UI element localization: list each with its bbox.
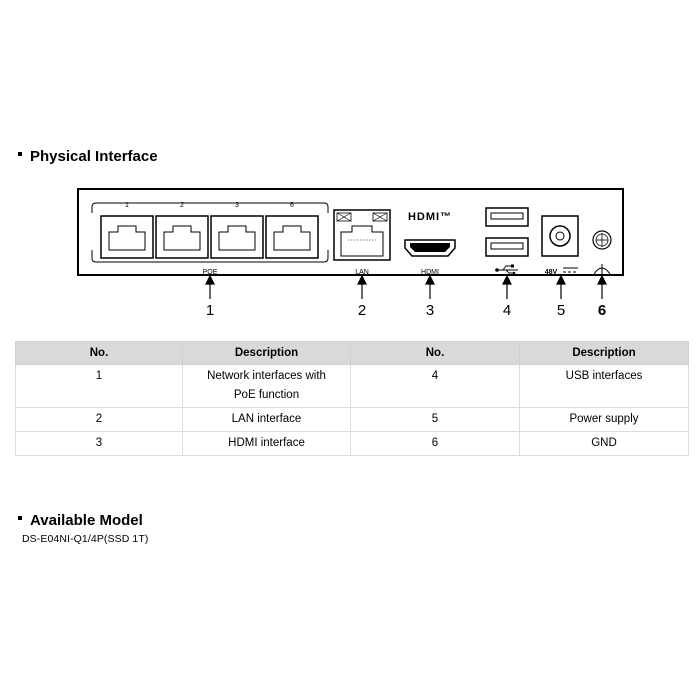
- ground-icon: [593, 264, 611, 276]
- poe-bracket: [91, 202, 329, 213]
- header-description-2: Description: [519, 341, 689, 365]
- table-row: 1 Network interfaces with PoE function 4…: [15, 364, 689, 408]
- power-label: 48V: [545, 269, 558, 276]
- table-cell: GND: [519, 431, 689, 456]
- table-cell: 2: [15, 407, 183, 432]
- ground-screw: [592, 230, 612, 250]
- poe-port-1: [100, 215, 154, 259]
- hdmi-port-label: HDMI: [421, 269, 439, 276]
- port-number-3: 3: [235, 202, 239, 209]
- table-cell: 4: [350, 364, 520, 408]
- usb-icon: [495, 264, 518, 275]
- callout-number-4: 4: [502, 302, 512, 319]
- poe-port-6: [265, 215, 319, 259]
- cell-text: Network interfaces with PoE function: [207, 370, 326, 401]
- table-cell: USB interfaces: [519, 364, 689, 408]
- power-jack: [541, 215, 579, 257]
- table-header-row: No. Description No. Description: [15, 341, 689, 365]
- table-cell: Power supply: [519, 407, 689, 432]
- poe-port-2: [155, 215, 209, 259]
- hdmi-logo: HDMI™: [408, 211, 452, 223]
- header-description-1: Description: [182, 341, 351, 365]
- lan-port: [333, 209, 391, 261]
- callout-number-3: 3: [425, 302, 435, 319]
- table-cell: HDMI interface: [182, 431, 351, 456]
- model-number: DS-E04NI-Q1/4P(SSD 1T): [22, 533, 149, 545]
- table-row: 3 HDMI interface 6 GND: [15, 431, 689, 456]
- usb-ports: [485, 207, 529, 257]
- poe-port-3: [210, 215, 264, 259]
- hdmi-port: [404, 239, 456, 257]
- table-cell: LAN interface: [182, 407, 351, 432]
- available-model-title: Available Model: [30, 512, 143, 529]
- table-cell: 6: [350, 431, 520, 456]
- poe-bracket-bottom: [91, 250, 329, 263]
- table-cell: 1: [15, 364, 183, 408]
- header-no-2: No.: [350, 341, 520, 365]
- physical-interface-heading: Physical Interface: [18, 148, 158, 165]
- table-cell: Network interfaces with PoE function: [182, 364, 351, 408]
- callout-leaders: [205, 274, 607, 299]
- device-rear-panel-diagram: 1 2 3 6 POE LAN HDMI™ HDMI: [77, 188, 624, 299]
- callout-number-6: 6: [597, 302, 607, 319]
- port-number-2: 2: [180, 202, 184, 209]
- bullet-icon: [18, 151, 22, 156]
- bullet-icon: [18, 515, 22, 520]
- dc-symbol-icon: [563, 267, 578, 273]
- interface-table: No. Description No. Description 1 Networ…: [15, 341, 689, 456]
- physical-interface-title: Physical Interface: [30, 148, 158, 165]
- device-casing: [77, 188, 624, 276]
- table-cell: 3: [15, 431, 183, 456]
- table-row: 2 LAN interface 5 Power supply: [15, 407, 689, 432]
- port-number-6: 6: [290, 202, 294, 209]
- callout-number-1: 1: [205, 302, 215, 319]
- port-number-1: 1: [125, 202, 129, 209]
- available-model-heading: Available Model: [18, 512, 143, 529]
- poe-label: POE: [203, 269, 218, 276]
- table-cell: 5: [350, 407, 520, 432]
- lan-label: LAN: [355, 269, 369, 276]
- callout-number-2: 2: [357, 302, 367, 319]
- header-no-1: No.: [15, 341, 183, 365]
- callout-number-5: 5: [556, 302, 566, 319]
